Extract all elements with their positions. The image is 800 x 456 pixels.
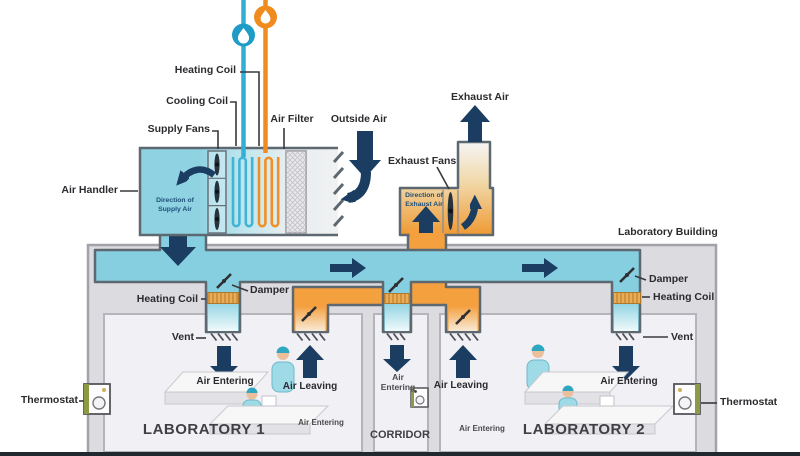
- exhaust-fans-label: Exhaust Fans: [388, 155, 457, 167]
- exhaust-turn-arrow-icon: [460, 202, 475, 230]
- damper-right-label: Damper: [649, 273, 689, 285]
- lab1-door-air-entering-label: Air Entering: [298, 418, 344, 427]
- air-entering-arrow-icon: [383, 345, 411, 372]
- cooling-coil-icon: [231, 156, 254, 228]
- lab2-air-entering-label: Air Entering: [600, 376, 658, 387]
- corridor-air-entering-label: Air Entering: [380, 372, 416, 393]
- vent-left-label: Vent: [171, 331, 194, 343]
- thermostat-left-label: Thermostat: [20, 394, 78, 406]
- monitor-icon: [599, 395, 615, 407]
- outside-air-label: Outside Air: [330, 113, 388, 125]
- exhaust-air-label: Exhaust Air: [451, 91, 509, 103]
- supply-duct-network: [93, 226, 642, 334]
- bottom-edge: [0, 452, 800, 456]
- supply-fans-icon: [207, 150, 227, 234]
- lab1-name: LABORATORY 1: [142, 421, 266, 438]
- heating-coil-label: Heating Coil: [174, 64, 236, 76]
- supply-flow-arrow-icon: [522, 258, 558, 278]
- thermostat-corridor-icon: [410, 387, 429, 408]
- lab2-name: LABORATORY 2: [522, 421, 646, 438]
- outside-air-arrow-icon: [348, 131, 381, 198]
- vent-right-label: Vent: [671, 331, 694, 343]
- flame-icon: [254, 5, 277, 29]
- heating-coil-icon: [257, 156, 280, 228]
- damper-icons: [216, 267, 635, 325]
- lab1-air-leaving-label: Air Leaving: [282, 381, 338, 392]
- corridor-name: CORRIDOR: [370, 429, 430, 441]
- air-handler-label: Air Handler: [61, 184, 118, 196]
- air-filter-icon: [285, 150, 307, 234]
- person-standing: [271, 346, 295, 393]
- exhaust-fan-icon: [447, 192, 454, 230]
- utility-pipes: [232, 0, 277, 157]
- corridor-branch-heating-coil: [384, 293, 410, 304]
- lab1-furniture: [163, 346, 330, 435]
- damper-left-label: Damper: [250, 284, 290, 296]
- person-standing: [526, 344, 550, 391]
- exhaust-entering-arrow-icon: [412, 206, 440, 233]
- air-handler-unit: [138, 146, 345, 237]
- lab2-branch-heating-coil: [613, 292, 641, 304]
- supply-flow-arrow-icon: [330, 258, 366, 278]
- supply-direction-arrow-icon: [181, 166, 216, 180]
- heating-coil-left-label: Heating Coil: [136, 293, 198, 305]
- air-filter-label: Air Filter: [270, 113, 314, 125]
- exhaust-direction-text: Direction of Exhaust Air: [405, 192, 443, 208]
- exhaust-fan-unit: [398, 140, 495, 237]
- vent-grille-icons: [210, 332, 635, 342]
- leader-lines: [79, 71, 717, 404]
- lab1-air-entering-label: Air Entering: [196, 376, 254, 387]
- air-leaving-arrow-icon: [449, 345, 477, 378]
- exhaust-air-arrow-icon: [460, 105, 490, 142]
- lab2-door-air-entering-label: Air Entering: [459, 424, 505, 433]
- supply-fans-label: Supply Fans: [147, 123, 210, 135]
- thermostat-right-icon: [673, 383, 701, 415]
- supply-down-arrow-icon: [160, 231, 196, 266]
- supply-direction-text: Direction of Supply Air: [156, 197, 194, 213]
- lab1-branch-heating-coil: [207, 292, 239, 304]
- lab2-air-leaving-label: Air Leaving: [433, 380, 489, 391]
- thermostat-left-icon: [83, 383, 111, 415]
- lab2-furniture: [523, 344, 675, 435]
- droplet-icon: [232, 23, 255, 47]
- air-handler-louvers: [332, 150, 345, 228]
- heating-coil-right-label: Heating Coil: [653, 291, 715, 303]
- laboratory-building-label: Laboratory Building: [618, 226, 718, 238]
- monitor-icon: [261, 395, 277, 407]
- cooling-coil-label: Cooling Coil: [166, 95, 228, 107]
- thermostat-right-label: Thermostat: [720, 396, 778, 408]
- air-leaving-arrow-icon: [296, 345, 324, 378]
